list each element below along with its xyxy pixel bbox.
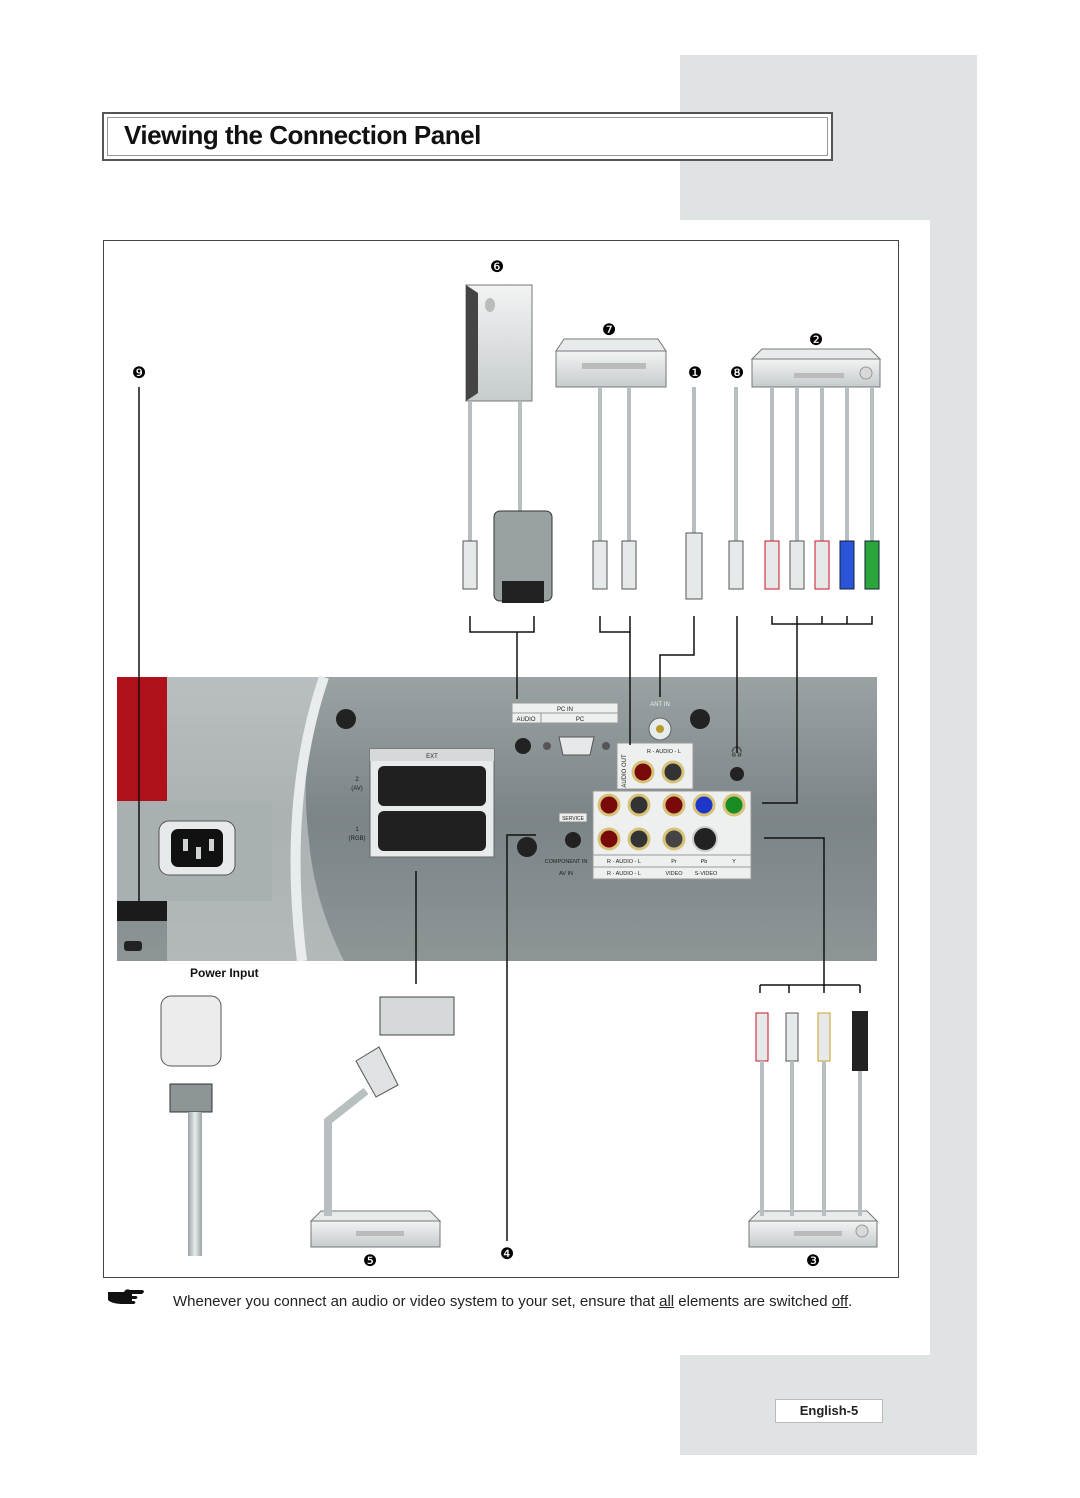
- marker-6: ❻: [490, 259, 504, 276]
- vcr-top-right: [750, 348, 882, 388]
- top-cables: [468, 387, 874, 541]
- component-audio-rl-label: R - AUDIO - L: [607, 859, 641, 865]
- component-in-label: COMPONENT IN: [545, 859, 588, 865]
- pc-audio-label: AUDIO: [516, 717, 535, 723]
- power-input-label: Power Input: [190, 966, 259, 980]
- ext-scart-block: EXT 2 (AV) 1 (RGB): [349, 748, 495, 858]
- power-socket: [158, 820, 236, 876]
- pc-tower-device: [465, 284, 533, 402]
- pointing-hand-icon: [108, 1289, 144, 1304]
- note-between: elements are switched: [674, 1293, 832, 1310]
- marker-7: ❼: [602, 322, 616, 339]
- marker-1: ❶: [688, 365, 702, 382]
- marker-9: ❾: [132, 365, 146, 382]
- pc-vga-port: [558, 736, 595, 756]
- note-off: off: [831, 1293, 849, 1310]
- vcr-bottom-right: [747, 1210, 879, 1248]
- ground-screw-left: [336, 709, 356, 729]
- power-plug: [160, 995, 222, 1067]
- marker-8: ❽: [730, 365, 744, 382]
- marker-3: ❸: [806, 1253, 820, 1270]
- note-all: all: [659, 1293, 675, 1310]
- pr-label: Pr: [671, 859, 677, 865]
- ant-in-block: ANT IN: [648, 702, 672, 741]
- connector-lines: [138, 387, 873, 1241]
- page-tab-side: [930, 220, 977, 1455]
- av-audio-rl-label: R - AUDIO - L: [607, 871, 641, 877]
- y-label: Y: [732, 859, 736, 865]
- service-jack: [565, 832, 581, 848]
- ext1-number: 1: [355, 827, 359, 833]
- video-label: VIDEO: [665, 871, 683, 877]
- component-y-jack: [722, 793, 746, 817]
- pb-label: Pb: [701, 859, 708, 865]
- numbered-markers: ❻ ❼ ❷ ❾ ❶ ❽ ❹ ❺ ❸: [132, 259, 823, 1270]
- bottom-cables: [160, 995, 868, 1256]
- red-accent-strip: [117, 677, 167, 807]
- kensington-lock-slot: [124, 941, 142, 951]
- audio-out-r-jack: [631, 760, 655, 784]
- scart-socket-2: [378, 766, 486, 806]
- marker-4: ❹: [500, 1246, 514, 1263]
- scart-socket-1: [378, 811, 486, 851]
- marker-5: ❺: [363, 1253, 377, 1270]
- ground-screw-right: [690, 709, 710, 729]
- connection-diagram-frame: EXT 2 (AV) 1 (RGB) PC IN AUDIO PC ANT IN: [103, 240, 899, 1278]
- headphone-jack: [730, 767, 744, 781]
- top-plugs: [462, 510, 880, 603]
- pc-in-label: PC IN: [557, 707, 573, 713]
- service-label: SERVICE: [562, 816, 585, 822]
- ant-in-label: ANT IN: [650, 702, 670, 708]
- pc-label: PC: [576, 717, 585, 723]
- ext2-name: (AV): [351, 786, 363, 792]
- scart-plug: [379, 996, 455, 1036]
- component-pr-jack: [662, 793, 686, 817]
- audio-out-label: AUDIO OUT: [622, 754, 628, 788]
- ext1-name: (RGB): [349, 836, 366, 842]
- marker-2: ❷: [809, 332, 823, 349]
- component-pb-jack: [692, 793, 716, 817]
- audio-out-block: AUDIO OUT R - AUDIO - L: [616, 742, 694, 790]
- page-number-label: English-5: [775, 1399, 883, 1423]
- av-video-jack: [662, 827, 686, 851]
- note-before-all: Whenever you connect an audio or video s…: [173, 1293, 660, 1310]
- dvd-player-top: [555, 338, 667, 388]
- av-in-label: AV IN: [559, 871, 573, 877]
- note-after: .: [848, 1293, 853, 1310]
- ext-label: EXT: [426, 754, 438, 760]
- audio-out-l-jack: [661, 760, 685, 784]
- ground-screw-bottom: [517, 837, 537, 857]
- connection-diagram: EXT 2 (AV) 1 (RGB) PC IN AUDIO PC ANT IN: [117, 259, 882, 1270]
- pc-in-block: PC IN AUDIO PC: [511, 702, 619, 756]
- av-audio-l-jack: [627, 827, 651, 851]
- page-title: Viewing the Connection Panel: [124, 120, 481, 150]
- component-audio-r-jack: [597, 793, 621, 817]
- s-video-label: S-VIDEO: [695, 871, 718, 877]
- av-audio-r-jack: [597, 827, 621, 851]
- audio-out-rl-label: R - AUDIO - L: [647, 749, 681, 755]
- pc-audio-jack: [515, 738, 531, 754]
- component-av-block: COMPONENT IN AV IN R - AUDIO - L R - AUD…: [545, 790, 752, 880]
- s-video-jack: [692, 826, 718, 852]
- note-text: Whenever you connect an audio or video s…: [173, 1291, 873, 1313]
- vcr-bottom-left: [309, 1210, 442, 1248]
- title-box: Viewing the Connection Panel: [102, 112, 833, 161]
- tv-back-panel: EXT 2 (AV) 1 (RGB) PC IN AUDIO PC ANT IN: [117, 675, 877, 962]
- ext2-number: 2: [355, 777, 359, 783]
- component-audio-l-jack: [627, 793, 651, 817]
